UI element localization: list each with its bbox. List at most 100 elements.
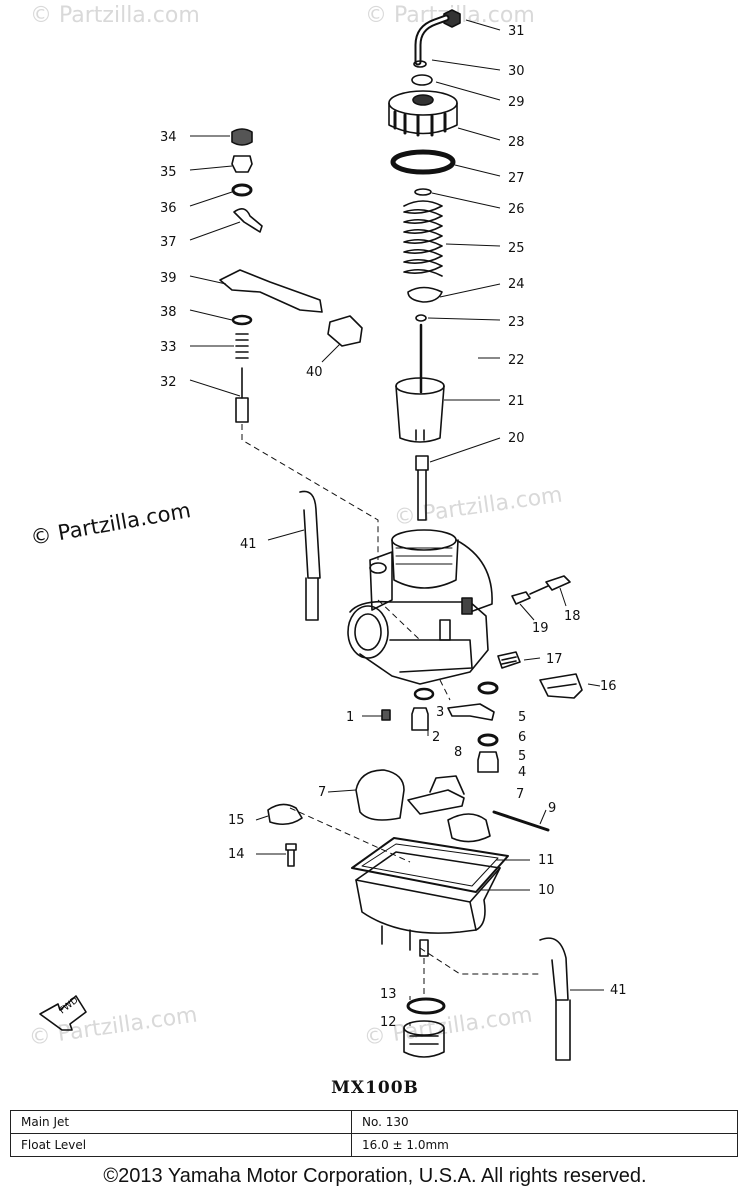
callout-9: 9 [548,801,556,816]
watermark: © Partzilla.com [27,1003,199,1051]
callout-38: 38 [160,305,177,320]
callout-15: 15 [228,813,245,828]
callout-17: 17 [546,652,563,667]
callout-11: 11 [538,853,555,868]
callout-19: 19 [532,621,549,636]
part-10-float-bowl [355,851,501,957]
carburetor-body [347,529,493,685]
table-row: Float Level 16.0 ± 1.0mm [10,1133,738,1157]
part-21-throttle-valve [395,377,445,443]
part-1-pilot-jet [381,709,391,721]
callout-16: 16 [600,679,617,694]
callout-34: 34 [160,130,177,145]
part-39-lever [219,269,323,313]
callout-41: 41 [610,983,627,998]
part-19-screw [511,591,531,605]
copyright: ©2013 Yamaha Motor Corporation, U.S.A. A… [103,1165,647,1187]
part-6-plate [447,703,495,721]
callout-26: 26 [508,202,525,217]
callout-28: 28 [508,135,525,150]
callout-7: 7 [318,785,326,800]
part-5-washer [477,681,499,695]
part-27-gasket [390,149,456,175]
part-15-plate [267,803,303,826]
callout-3: 3 [436,705,444,720]
part-41-tube-end [555,999,571,1061]
part-14-screw [285,843,297,867]
part-17-spring [497,651,521,669]
callout-7: 7 [516,787,524,802]
callout-41: 41 [240,537,257,552]
callout-1: 1 [346,710,354,725]
part-40-knob [327,315,363,347]
part-18-screw [529,575,571,595]
part-31-nut [443,9,461,28]
callout-2: 2 [432,730,440,745]
exploded-view: © Partzilla.com © Partzilla.com © Partzi… [27,3,627,1061]
part-7-float [355,769,405,821]
spec-label: Main Jet [10,1110,352,1134]
callout-23: 23 [508,315,525,330]
part-41-tube-end [305,577,319,621]
part-11-gasket [351,837,509,893]
part-23-clip [415,314,427,322]
part-34-cap [231,128,253,146]
callout-5: 5 [518,749,526,764]
spec-value: No. 130 [351,1110,738,1134]
callout-37: 37 [160,235,177,250]
part-25-spring [403,200,443,277]
part-38-washer [231,314,253,326]
callout-25: 25 [508,241,525,256]
leader-lines [189,19,604,1026]
part-28-cap [388,90,458,137]
callouts: 31 30 29 28 27 26 25 24 23 22 21 20 34 3… [160,24,627,1030]
callout-10: 10 [538,883,555,898]
callout-20: 20 [508,431,525,446]
part-8-float-arm [407,775,465,815]
spec-table: Main Jet No. 130 Float Level 16.0 ± 1.0m… [10,1110,738,1157]
callout-5: 5 [518,710,526,725]
table-row: Main Jet No. 130 [10,1110,738,1134]
part-37-plate [233,208,263,233]
part-41-tube [539,937,569,1001]
part-12-drain-plug [403,1020,445,1058]
callout-18: 18 [564,609,581,624]
callout-31: 31 [508,24,525,39]
callout-4: 4 [518,765,526,780]
callout-21: 21 [508,394,525,409]
part-16-screw [539,673,583,699]
watermark-main: © Partzilla.com [29,498,193,550]
part-32-plunger [235,367,249,423]
callout-35: 35 [160,165,177,180]
spec-label: Float Level [10,1133,352,1157]
part-4-valve-seat [477,751,499,773]
callout-13: 13 [380,987,397,1002]
part-30-elbow [413,14,450,68]
callout-8: 8 [454,745,462,760]
callout-24: 24 [508,277,525,292]
part-7-float [447,813,491,843]
watermark: © Partzilla.com [30,3,200,28]
callout-27: 27 [508,171,525,186]
callout-39: 39 [160,271,177,286]
part-35-nut [231,155,253,173]
part-29-adjuster [411,74,433,86]
callout-12: 12 [380,1015,397,1030]
part-5-washer [477,733,499,747]
part-24-plate [407,286,443,303]
assembly-lines [241,424,540,1000]
callout-36: 36 [160,201,177,216]
part-33-spring [235,333,249,359]
part-41-tube [299,490,321,579]
part-9-pin [492,810,550,832]
callout-32: 32 [160,375,177,390]
part-36-washer [231,183,253,197]
part-26-clip [414,188,432,196]
part-2-main-jet [411,707,429,731]
callout-6: 6 [518,730,526,745]
callout-22: 22 [508,353,525,368]
part-20-needle-jet [415,455,429,521]
callout-29: 29 [508,95,525,110]
spec-value: 16.0 ± 1.0mm [351,1133,738,1157]
